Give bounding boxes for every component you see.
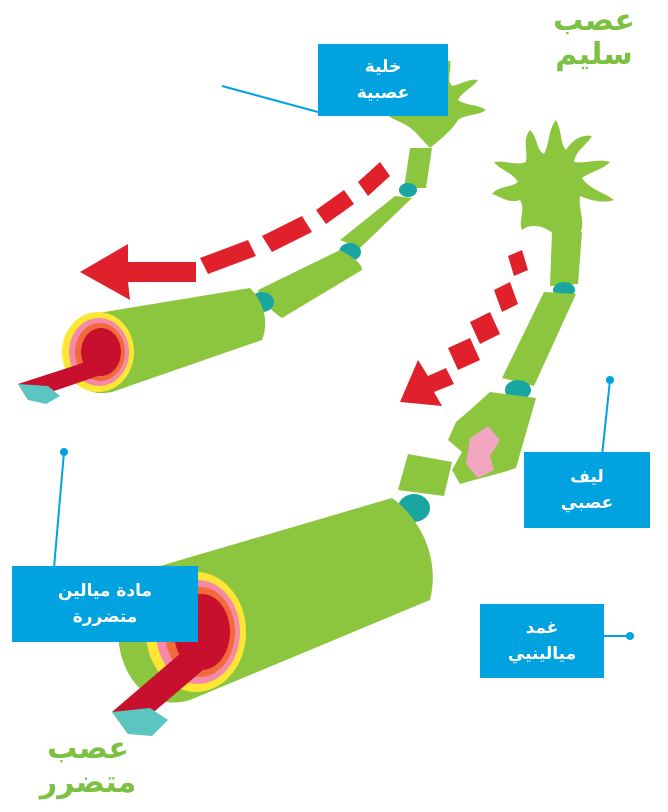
- healthy-nerve-title: عصب سليم: [534, 4, 654, 72]
- damaged-myelin-label-line2: متضررة: [73, 604, 138, 630]
- upper-neuron-axon-top: [404, 148, 432, 188]
- upper-arrow-dash-3: [262, 216, 312, 252]
- upper-arrow-dash-2: [316, 190, 354, 224]
- myelin-sheath-label-line1: غمد: [526, 615, 559, 641]
- upper-arrow-dash-4: [200, 240, 256, 274]
- damaged-nerve-title-line2: متضرر: [24, 766, 152, 800]
- healthy-nerve-title-line1: عصب: [534, 4, 654, 38]
- damaged-myelin-leader-dot: [60, 448, 68, 456]
- lower-arrow-dash-3: [470, 312, 500, 344]
- upper-segment-2: [258, 250, 362, 318]
- damaged-myelin-label-line1: مادة ميالين: [58, 578, 152, 604]
- nerve-fiber-label: ليف عصبي: [524, 452, 650, 528]
- nerve-fiber-leader-dot: [606, 376, 614, 384]
- damaged-myelin-leader: [54, 452, 64, 568]
- healthy-nerve-title-line2: سليم: [534, 38, 654, 72]
- nerve-fiber-label-line1: ليف: [570, 464, 604, 490]
- lower-arrow-head: [400, 360, 454, 406]
- myelin-sheath-label: غمد ميالينيي: [480, 604, 604, 678]
- damaged-nerve-title-line1: عصب: [24, 732, 152, 766]
- upper-arrow-head: [80, 244, 196, 300]
- nerve-cell-label: خلية عصبية: [318, 44, 448, 116]
- lower-damage-arrow: [400, 250, 528, 406]
- nerve-cell-leader: [222, 86, 318, 112]
- myelin-sheath-label-line2: ميالينيي: [508, 641, 576, 667]
- lower-arrow-dash-2: [494, 282, 518, 312]
- upper-node-1: [399, 183, 417, 197]
- lower-arrow-dash-1: [508, 250, 528, 276]
- nerve-fiber-label-line2: عصبي: [561, 490, 614, 516]
- myelin-sheath-leader-dot: [626, 632, 634, 640]
- lower-neuron-cell-body: [492, 120, 614, 240]
- damaged-myelin-label: مادة ميالين متضررة: [12, 566, 198, 642]
- nerve-fiber-leader: [602, 380, 610, 456]
- damaged-nerve-title: عصب متضرر: [24, 732, 152, 800]
- nerve-cell-label-line2: عصبية: [357, 80, 410, 106]
- lower-segment-2: [398, 454, 452, 496]
- lower-neuron-axon-top: [550, 232, 582, 286]
- upper-arrow-dash-1: [358, 162, 390, 196]
- lower-arrow-dash-4: [448, 338, 480, 370]
- nerve-cell-label-line1: خلية: [365, 54, 401, 80]
